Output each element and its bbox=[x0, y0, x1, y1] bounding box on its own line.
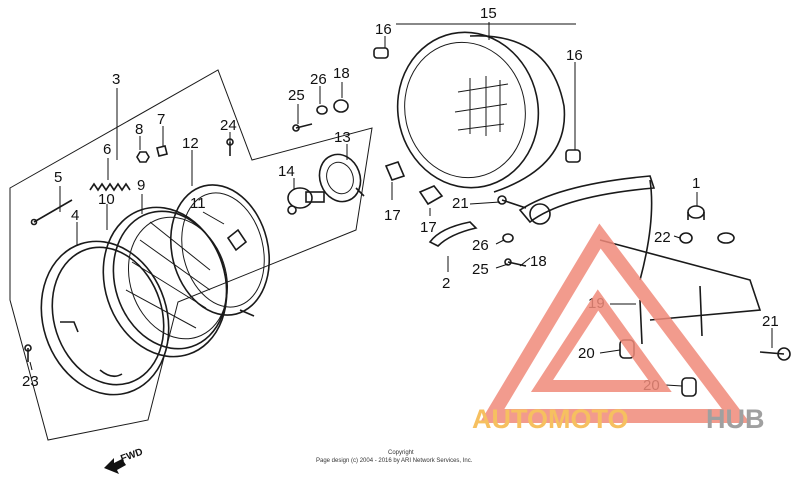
callout-7: 7 bbox=[157, 111, 165, 128]
grommet-22 bbox=[679, 232, 735, 244]
callout-10: 10 bbox=[98, 191, 115, 208]
callout-25a: 25 bbox=[288, 87, 305, 104]
callout-16a: 16 bbox=[375, 21, 392, 38]
grommet-18 bbox=[333, 99, 349, 113]
clip bbox=[156, 145, 168, 157]
watermark-brand-part2: HUB bbox=[706, 404, 765, 434]
hex-nut bbox=[136, 151, 150, 163]
callout-14: 14 bbox=[278, 163, 295, 180]
callout-23: 23 bbox=[22, 373, 39, 390]
callout-9: 9 bbox=[137, 177, 145, 194]
callout-17b: 17 bbox=[420, 219, 437, 236]
headlight-bulb bbox=[287, 187, 325, 215]
automotohub-watermark: AUTOMOTO HUB bbox=[472, 223, 765, 434]
copyright-line-2: Page design (c) 2004 - 2016 by ARI Netwo… bbox=[316, 458, 473, 464]
callout-26b: 26 bbox=[472, 237, 489, 254]
screw-23 bbox=[24, 344, 32, 362]
headlight-rim bbox=[40, 240, 170, 396]
clip-17b bbox=[418, 185, 444, 206]
adjusting-screw bbox=[30, 199, 73, 226]
callout-4: 4 bbox=[71, 207, 79, 224]
callout-8: 8 bbox=[135, 121, 143, 138]
callout-6: 6 bbox=[103, 141, 111, 158]
rim-group-frame bbox=[9, 69, 373, 441]
callout-22: 22 bbox=[654, 229, 671, 246]
headlight-lens bbox=[102, 206, 229, 358]
callout-labels: 3 6 8 7 12 24 5 9 10 4 11 14 13 25 26 18… bbox=[22, 5, 779, 394]
callout-20a: 20 bbox=[578, 345, 595, 362]
clip-17a bbox=[384, 161, 406, 181]
watermark-brand-part1: AUTOMOTO bbox=[472, 404, 629, 434]
fwd-label: FWD bbox=[119, 447, 144, 465]
watermark-triangle-logo bbox=[479, 223, 751, 423]
washer-26b bbox=[502, 233, 514, 243]
callout-12: 12 bbox=[182, 135, 199, 152]
washer-26 bbox=[316, 105, 328, 115]
callout-1: 1 bbox=[692, 175, 700, 192]
callout-16b: 16 bbox=[566, 47, 583, 64]
copyright-notice: Copyright Page design (c) 2004 - 2016 by… bbox=[316, 450, 473, 464]
grommet-1 bbox=[687, 205, 705, 220]
fwd-indicator: FWD bbox=[104, 447, 144, 474]
bolt-25 bbox=[292, 123, 313, 132]
grommet-16b bbox=[565, 149, 581, 163]
adjusting-spring bbox=[89, 182, 131, 192]
callout-21b: 21 bbox=[762, 313, 779, 330]
bolt-25b bbox=[504, 258, 527, 267]
headlight-stay bbox=[518, 175, 762, 345]
callout-15: 15 bbox=[480, 5, 497, 22]
callout-18a: 18 bbox=[333, 65, 350, 82]
fwd-arrow-icon bbox=[104, 458, 126, 474]
grommet-16a bbox=[373, 47, 389, 59]
callout-18b: 18 bbox=[530, 253, 547, 270]
mounting-ring bbox=[169, 184, 271, 317]
callout-3: 3 bbox=[112, 71, 120, 88]
callout-25b: 25 bbox=[472, 261, 489, 278]
copyright-line-1: Copyright bbox=[388, 450, 414, 456]
bolt-21a bbox=[497, 195, 527, 209]
callout-13: 13 bbox=[334, 129, 351, 146]
bolt-21b bbox=[759, 347, 791, 361]
collar-20b bbox=[681, 377, 697, 397]
callout-24: 24 bbox=[220, 117, 237, 134]
bulb-socket bbox=[318, 153, 365, 203]
callout-26a: 26 bbox=[310, 71, 327, 88]
callout-5: 5 bbox=[54, 169, 62, 186]
callout-17a: 17 bbox=[384, 207, 401, 224]
callout-11: 11 bbox=[190, 195, 206, 212]
bracket-2 bbox=[428, 221, 478, 247]
callout-2: 2 bbox=[442, 275, 450, 292]
callout-21a: 21 bbox=[452, 195, 469, 212]
leader-lines bbox=[29, 22, 773, 387]
headlight-case bbox=[396, 31, 566, 193]
